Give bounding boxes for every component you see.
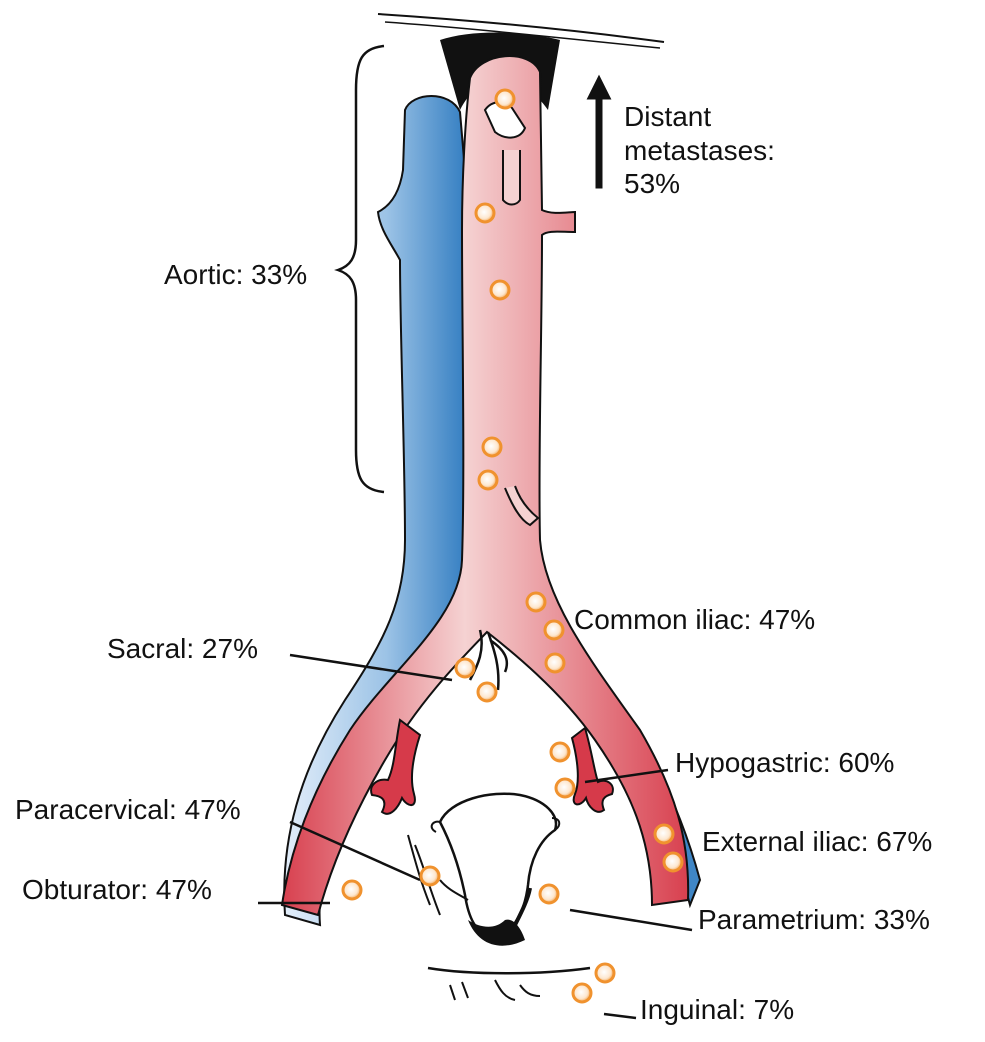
sacral-leader: [289, 653, 453, 682]
distant-arrow: [586, 74, 612, 189]
leader-lines: [258, 653, 693, 1020]
node-external-iliac-1: [653, 823, 675, 845]
diaphragm-line: [377, 13, 665, 43]
node-sacral-1: [454, 657, 476, 679]
node-inguinal-1: [594, 962, 616, 984]
uterus: [438, 792, 558, 942]
distant-metastases-label: Distant metastases: 53%: [624, 100, 775, 201]
node-obturator: [341, 879, 363, 901]
hypogastric-label: Hypogastric: 60%: [675, 747, 895, 778]
parametrium-leader: [569, 908, 693, 932]
node-aortic-4: [481, 436, 503, 458]
distant-line-3: 53%: [624, 168, 681, 200]
sacral-vessels: [468, 629, 509, 691]
node-sacral-2: [476, 681, 498, 703]
inguinal-label: Inguinal: 7%: [640, 994, 795, 1025]
node-aortic-5: [477, 469, 499, 491]
inguinal-line: [427, 966, 591, 975]
node-common-iliac-3: [544, 652, 566, 674]
aortic-label: Aortic: 33%: [164, 259, 308, 290]
right-hypogastric-artery: [570, 726, 614, 813]
common-iliac-label: Common iliac: 47%: [574, 604, 816, 635]
external-iliac-label: External iliac: 67%: [702, 826, 933, 857]
parametrium-right-tissue: [513, 887, 532, 926]
inguinal-hatching: [449, 979, 541, 1001]
inferior-mesenteric-branch: [504, 485, 540, 527]
node-common-iliac-2: [543, 619, 565, 641]
node-external-iliac-2: [662, 851, 684, 873]
paracervical-label: Paracervical: 47%: [15, 794, 241, 825]
parametrium-label: Parametrium: 33%: [698, 904, 930, 935]
node-aortic-3: [489, 279, 511, 301]
distant-line-2: metastases:: [624, 134, 775, 166]
hypogastric-leader: [584, 768, 669, 784]
node-hypogastric-1: [549, 741, 571, 763]
paracervical-leader: [289, 820, 421, 882]
node-parametrium: [538, 883, 560, 905]
left-hypogastric-artery: [370, 718, 422, 815]
sacral-label: Sacral: 27%: [107, 633, 258, 664]
node-aortic-1: [494, 88, 516, 110]
distant-line-1: Distant: [624, 101, 712, 132]
fallopian-left: [430, 820, 441, 833]
node-aortic-2: [474, 202, 496, 224]
node-inguinal-2: [571, 982, 593, 1004]
lymph-nodes: [341, 88, 684, 1004]
aortic-bracket: [334, 44, 385, 494]
node-common-iliac-1: [525, 591, 547, 613]
obturator-label: Obturator: 47%: [22, 874, 212, 905]
celiac-branch: [483, 101, 527, 139]
inguinal-leader: [603, 1012, 637, 1020]
node-hypogastric-2: [554, 777, 576, 799]
node-paracervical: [419, 865, 441, 887]
fallopian-right: [551, 817, 561, 831]
cervix-shading: [468, 919, 525, 946]
mesenteric-branch: [502, 150, 521, 206]
